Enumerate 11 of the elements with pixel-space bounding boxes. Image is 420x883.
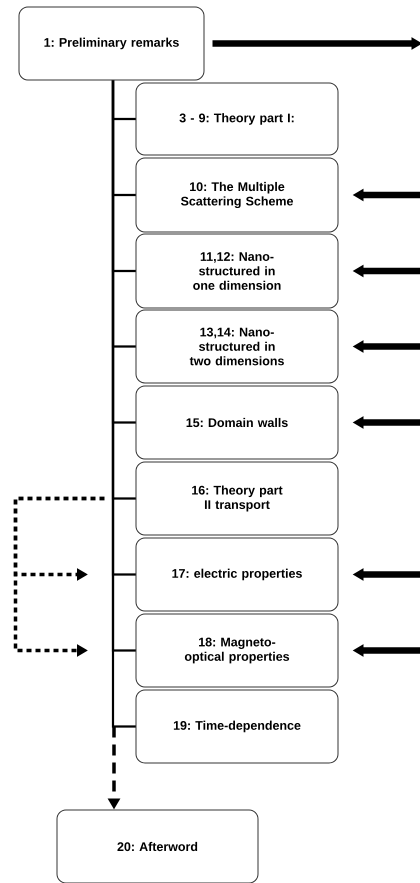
chapter-box: 3 - 9: Theory part I: <box>136 82 338 156</box>
chapter-box: 17: electric properties <box>136 538 338 612</box>
chapter-box: 19: Time-dependence <box>136 690 338 764</box>
chapter-box: 11,12: Nano-structured in one dimension <box>136 234 338 308</box>
chapter-box: 15: Domain walls <box>136 386 338 460</box>
chapter-box: 1: Preliminary remarks <box>18 6 204 80</box>
chapter-box: 16: Theory part II transport <box>136 462 338 536</box>
chapter-box: 18: Magneto-optical properties <box>136 614 338 688</box>
chapter-box: 10: The Multiple Scattering Scheme <box>136 158 338 232</box>
chapter-box: 13,14: Nano-structured in two dimensions <box>136 310 338 384</box>
chapter-box: 20: Afterword <box>56 810 258 883</box>
